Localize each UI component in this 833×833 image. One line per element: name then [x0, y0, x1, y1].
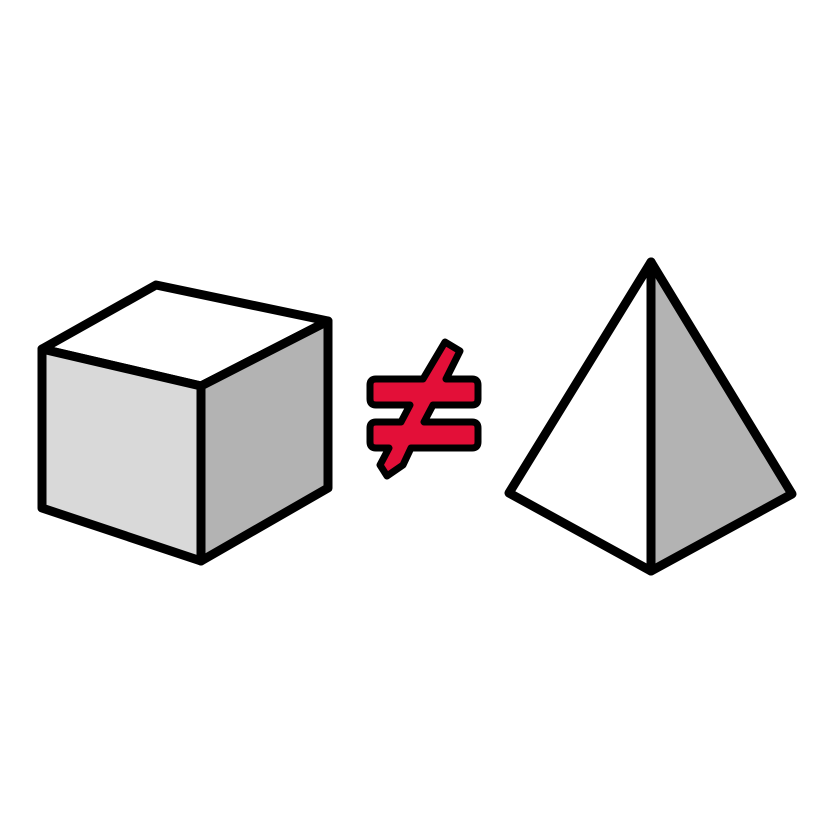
- not-equal-icon: [366, 338, 482, 480]
- cube-front-face: [37, 344, 206, 566]
- not-equal-glyph: [366, 338, 482, 480]
- pyramid-icon: [504, 257, 797, 576]
- cube-side-face: [196, 316, 333, 566]
- pyramid-left-face: [504, 257, 656, 576]
- cube-icon: [37, 280, 333, 566]
- pyramid-right-face: [646, 257, 797, 576]
